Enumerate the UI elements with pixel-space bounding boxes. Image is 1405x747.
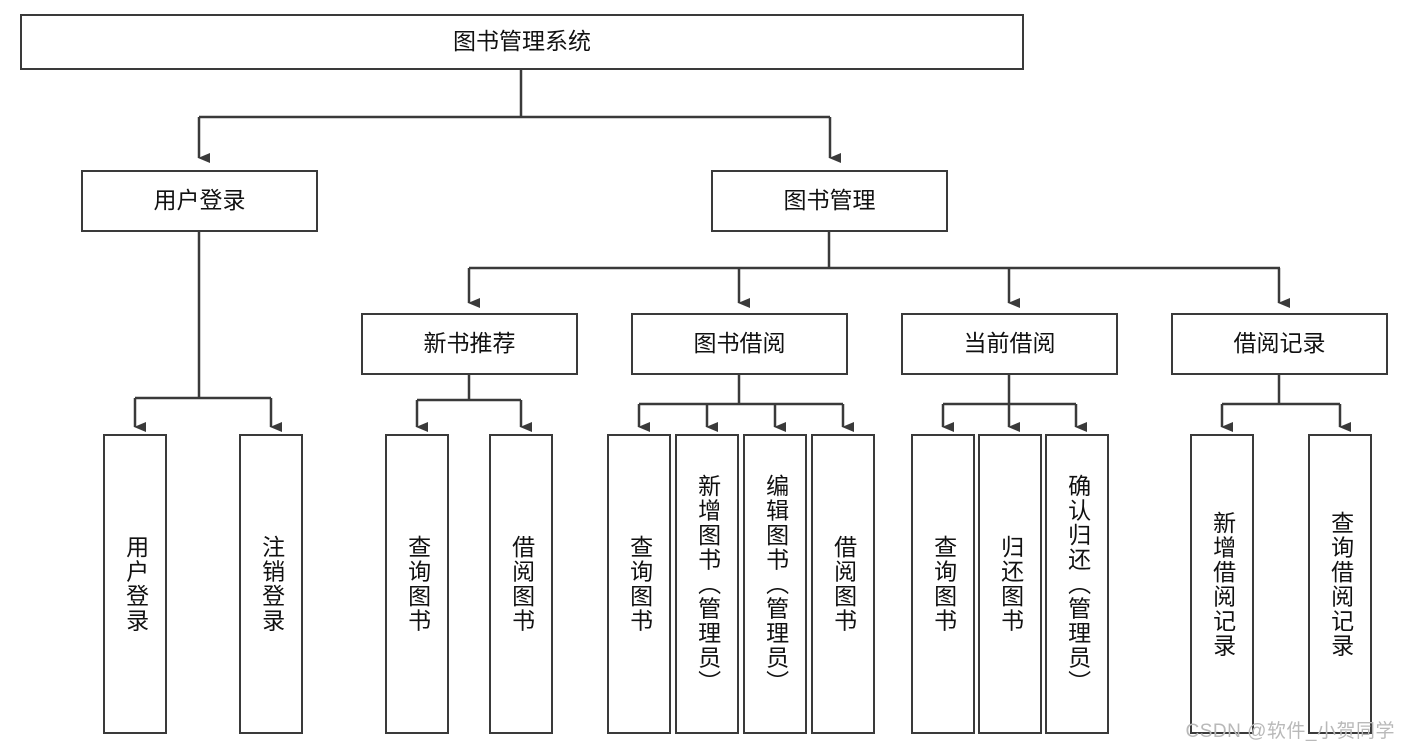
node-borrow-record[interactable]: 借阅记录 [1171, 313, 1388, 375]
node-root[interactable]: 图书管理系统 [20, 14, 1024, 70]
leaf-record-add-record-label: 新增借阅记录 [1209, 510, 1236, 658]
leaf-borrow-query-book[interactable]: 查询图书 [607, 434, 671, 734]
leaf-borrow-edit-book-label: 编辑图书（管理员） [762, 473, 789, 695]
leaf-logout-label: 注销登录 [258, 535, 285, 633]
leaf-borrow-query-book-label: 查询图书 [626, 535, 653, 633]
node-user-login-label: 用户登录 [153, 187, 246, 214]
leaf-current-return-book-label: 归还图书 [997, 535, 1024, 633]
leaf-newbook-borrow-book[interactable]: 借阅图书 [489, 434, 553, 734]
leaf-user-login[interactable]: 用户登录 [103, 434, 167, 734]
leaf-current-confirm-return[interactable]: 确认归还（管理员） [1045, 434, 1109, 734]
node-new-book-recommend-label: 新书推荐 [423, 330, 516, 357]
node-current-borrow[interactable]: 当前借阅 [901, 313, 1118, 375]
leaf-borrow-add-book-label: 新增图书（管理员） [694, 473, 721, 695]
leaf-record-query-record-label: 查询借阅记录 [1327, 510, 1354, 658]
node-root-label: 图书管理系统 [453, 28, 591, 55]
leaf-current-query-book-label: 查询图书 [930, 535, 957, 633]
leaf-borrow-edit-book[interactable]: 编辑图书（管理员） [743, 434, 807, 734]
leaf-record-add-record[interactable]: 新增借阅记录 [1190, 434, 1254, 734]
leaf-newbook-borrow-book-label: 借阅图书 [508, 535, 535, 633]
leaf-newbook-query-book[interactable]: 查询图书 [385, 434, 449, 734]
leaf-newbook-query-book-label: 查询图书 [404, 535, 431, 633]
node-book-management[interactable]: 图书管理 [711, 170, 948, 232]
csdn-watermark: CSDN @软件_小贺同学 [1185, 721, 1395, 742]
leaf-current-query-book[interactable]: 查询图书 [911, 434, 975, 734]
node-book-borrow-label: 图书借阅 [693, 330, 786, 357]
leaf-borrow-borrow-book[interactable]: 借阅图书 [811, 434, 875, 734]
node-book-management-label: 图书管理 [783, 187, 876, 214]
leaf-current-confirm-return-label: 确认归还（管理员） [1064, 473, 1091, 695]
node-borrow-record-label: 借阅记录 [1233, 330, 1326, 357]
leaf-borrow-add-book[interactable]: 新增图书（管理员） [675, 434, 739, 734]
node-new-book-recommend[interactable]: 新书推荐 [361, 313, 578, 375]
leaf-record-query-record[interactable]: 查询借阅记录 [1308, 434, 1372, 734]
leaf-logout[interactable]: 注销登录 [239, 434, 303, 734]
node-current-borrow-label: 当前借阅 [963, 330, 1056, 357]
leaf-user-login-label: 用户登录 [122, 535, 149, 633]
leaf-current-return-book[interactable]: 归还图书 [978, 434, 1042, 734]
leaf-borrow-borrow-book-label: 借阅图书 [830, 535, 857, 633]
node-user-login[interactable]: 用户登录 [81, 170, 318, 232]
node-book-borrow[interactable]: 图书借阅 [631, 313, 848, 375]
